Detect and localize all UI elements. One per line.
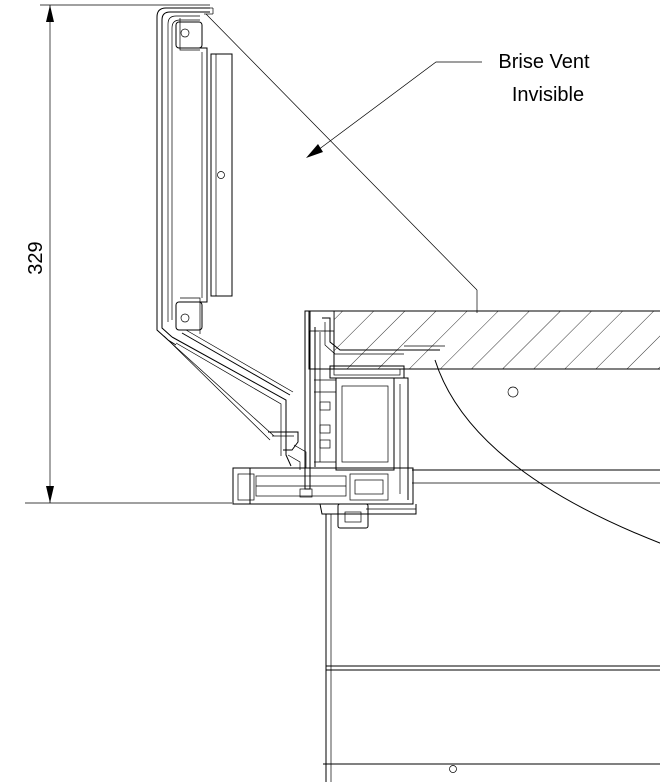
wall-section — [308, 310, 660, 370]
callout-line-1: Brise Vent — [498, 51, 590, 73]
lower-housing — [323, 469, 660, 782]
vent-diagonal — [205, 13, 478, 313]
window-frame-profile — [232, 310, 445, 529]
brise-vent-profile — [156, 7, 299, 467]
callout-brise-vent: Brise Vent Invisible — [306, 51, 590, 158]
callout-line-2: Invisible — [512, 84, 584, 106]
swing-arc — [434, 359, 660, 544]
dimension-label: 329 — [25, 241, 47, 274]
dimension-329: 329 — [25, 4, 232, 504]
